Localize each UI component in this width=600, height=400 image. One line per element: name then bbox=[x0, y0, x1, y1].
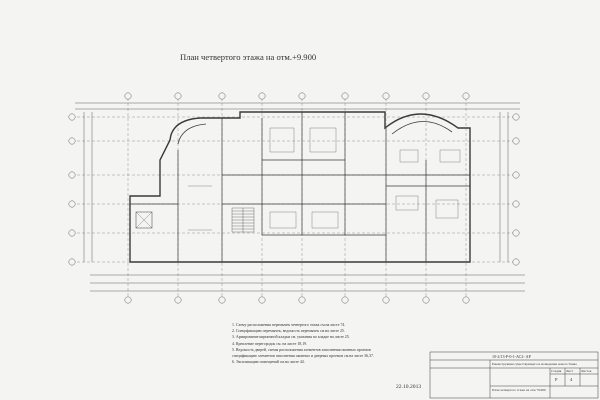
note-item: 2. Спецификацию перемычек, ведомость пер… bbox=[232, 329, 345, 334]
general-notes: 1. Схему расположения перемычек четверто… bbox=[232, 322, 422, 365]
title-block-stage-label: Стадия bbox=[551, 369, 562, 373]
note-item: 6. Экспликацию помещений см.на листе 44. bbox=[232, 360, 305, 365]
note-item: 4. Крепление перегородок см. на листе 18… bbox=[232, 341, 308, 346]
title-block-sheets-label: Листов bbox=[581, 369, 592, 373]
title-block-code: 10-2/13-Р-0-1-АС2- АР bbox=[492, 354, 531, 359]
title-block-project: Реконструкция существующего и возведение… bbox=[492, 362, 577, 366]
title-block-sheet-label: Лист bbox=[566, 369, 574, 373]
note-item: 5. Ведомость дверей, схемы расположения … bbox=[232, 347, 371, 352]
note-item: 1. Схему расположения перемычек четверто… bbox=[232, 323, 346, 327]
drawing-date: 22.10.2013 bbox=[396, 384, 422, 390]
note-item: спецификацию элементов заполнения оконны… bbox=[232, 354, 374, 359]
title-block-stage: Р bbox=[555, 377, 558, 382]
drawing-title: План четвертого этажа на отм.+9.900 bbox=[180, 52, 317, 62]
title-block-sheet-no: 4 bbox=[570, 377, 573, 382]
title-block-sheet-name: План четвертого этажа на отм.+9.900 bbox=[492, 388, 546, 392]
note-item: 3. Армирование кирпичной кладки см. указ… bbox=[232, 335, 350, 340]
